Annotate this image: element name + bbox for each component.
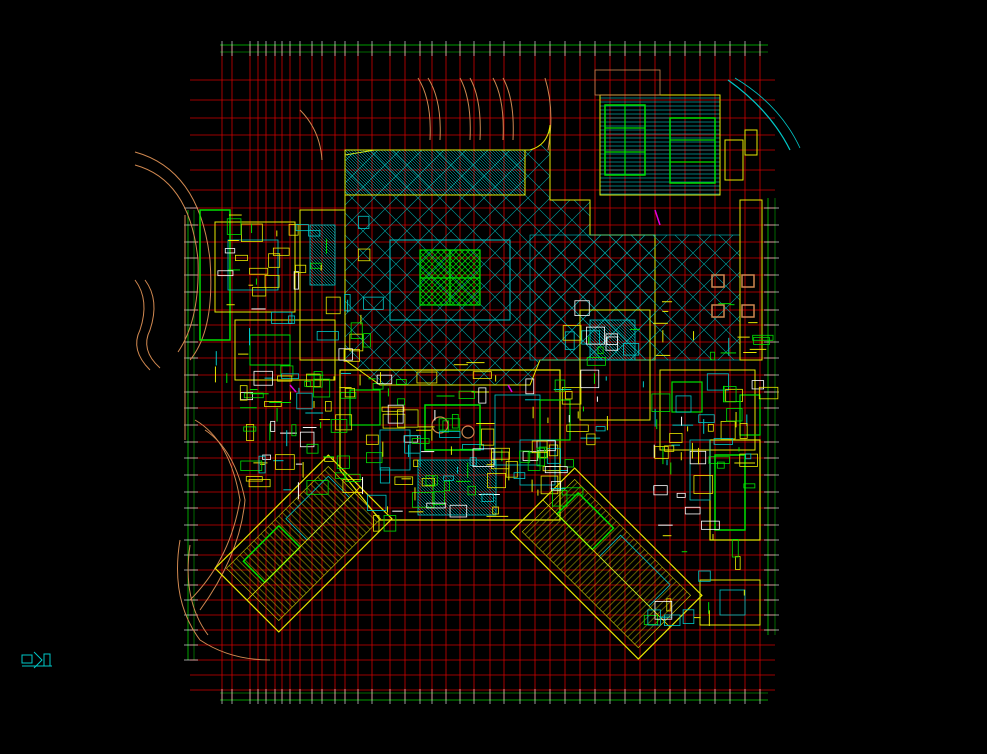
dimension-lines [184,41,779,704]
left-wing [199,209,346,381]
upper-right-block [594,69,758,196]
site-arc [727,77,801,151]
central-core [339,369,571,521]
north-symbol-icon [21,651,52,669]
left-diagonal-wing [214,454,393,633]
wall-details [214,214,779,626]
magenta-markers [289,209,661,393]
landscape-curves [134,77,552,661]
right-wing [579,309,761,626]
